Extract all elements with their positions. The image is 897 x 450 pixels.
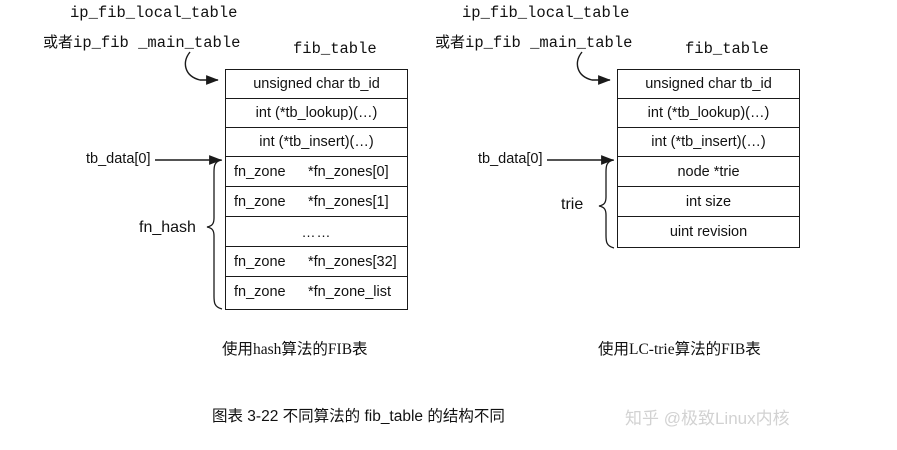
left-brace — [206, 159, 223, 310]
struct-row-field: *fn_zones[32] — [308, 253, 397, 270]
left-pointer-label-prefix: 或者 — [43, 34, 74, 51]
figure-caption: 图表 3-22 不同算法的 fib_table 的结构不同 — [212, 408, 505, 425]
struct-row: node *trie — [618, 157, 799, 187]
struct-row-type: fn_zone — [234, 163, 286, 180]
left-pointer-label-line2-text: ip_fib _main_table — [73, 34, 241, 52]
right-struct-table: unsigned char tb_id int (*tb_lookup)(…) … — [617, 69, 800, 248]
left-brace-label: fn_hash — [139, 219, 196, 236]
right-brace-label: trie — [561, 196, 584, 213]
left-pointer-label-line1: ip_fib_local_table — [70, 4, 238, 22]
left-struct-title: fib_table — [293, 40, 377, 58]
struct-row-type: fn_zone — [234, 284, 286, 300]
struct-row-type: fn_zone — [234, 193, 286, 210]
struct-row-ellipsis: …… — [226, 217, 407, 247]
struct-row: int (*tb_insert)(…) — [226, 128, 407, 157]
left-diagram-caption: 使用hash算法的FIB表 — [222, 341, 368, 358]
struct-row: int (*tb_lookup)(…) — [226, 99, 407, 128]
struct-row-field: *fn_zones[1] — [308, 193, 389, 210]
right-pointer-label-line2-text: ip_fib _main_table — [465, 34, 633, 52]
struct-row-field: *fn_zone_list — [308, 284, 392, 300]
struct-row: int (*tb_insert)(…) — [618, 128, 799, 157]
left-index-label: tb_data[0] — [86, 151, 151, 167]
left-struct-table: unsigned char tb_id int (*tb_lookup)(…) … — [225, 69, 408, 310]
left-pointer-label-line2: 或者ip_fib _main_table — [43, 33, 240, 53]
struct-row: unsigned char tb_id — [618, 70, 799, 99]
right-pointer-label-prefix: 或者 — [435, 34, 466, 51]
struct-row: unsigned char tb_id — [226, 70, 407, 99]
right-struct-title: fib_table — [685, 40, 769, 58]
struct-row: int size — [618, 187, 799, 217]
struct-row: uint revision — [669, 224, 748, 240]
struct-row-field: *fn_zones[0] — [308, 163, 389, 180]
ellipsis-text: …… — [301, 223, 332, 240]
struct-row: int (*tb_lookup)(…) — [618, 99, 799, 128]
struct-row: fn_zone *fn_zones[32] — [226, 247, 407, 277]
watermark: 知乎 @极致Linux内核 — [625, 409, 790, 428]
right-pointer-label-line1: ip_fib_local_table — [462, 4, 630, 22]
left-pointer-arrow — [184, 51, 219, 85]
struct-row: fn_zone *fn_zone_list — [226, 277, 407, 307]
struct-row: fn_zone *fn_zones[1] — [226, 187, 407, 217]
right-pointer-label-line2: 或者ip_fib _main_table — [435, 33, 632, 53]
right-diagram-caption: 使用LC-trie算法的FIB表 — [598, 341, 761, 358]
right-brace — [598, 159, 615, 249]
struct-row: fn_zone *fn_zones[0] — [226, 157, 407, 187]
right-index-label: tb_data[0] — [478, 151, 543, 167]
struct-row-type: fn_zone — [234, 253, 286, 270]
right-pointer-arrow — [576, 51, 611, 85]
